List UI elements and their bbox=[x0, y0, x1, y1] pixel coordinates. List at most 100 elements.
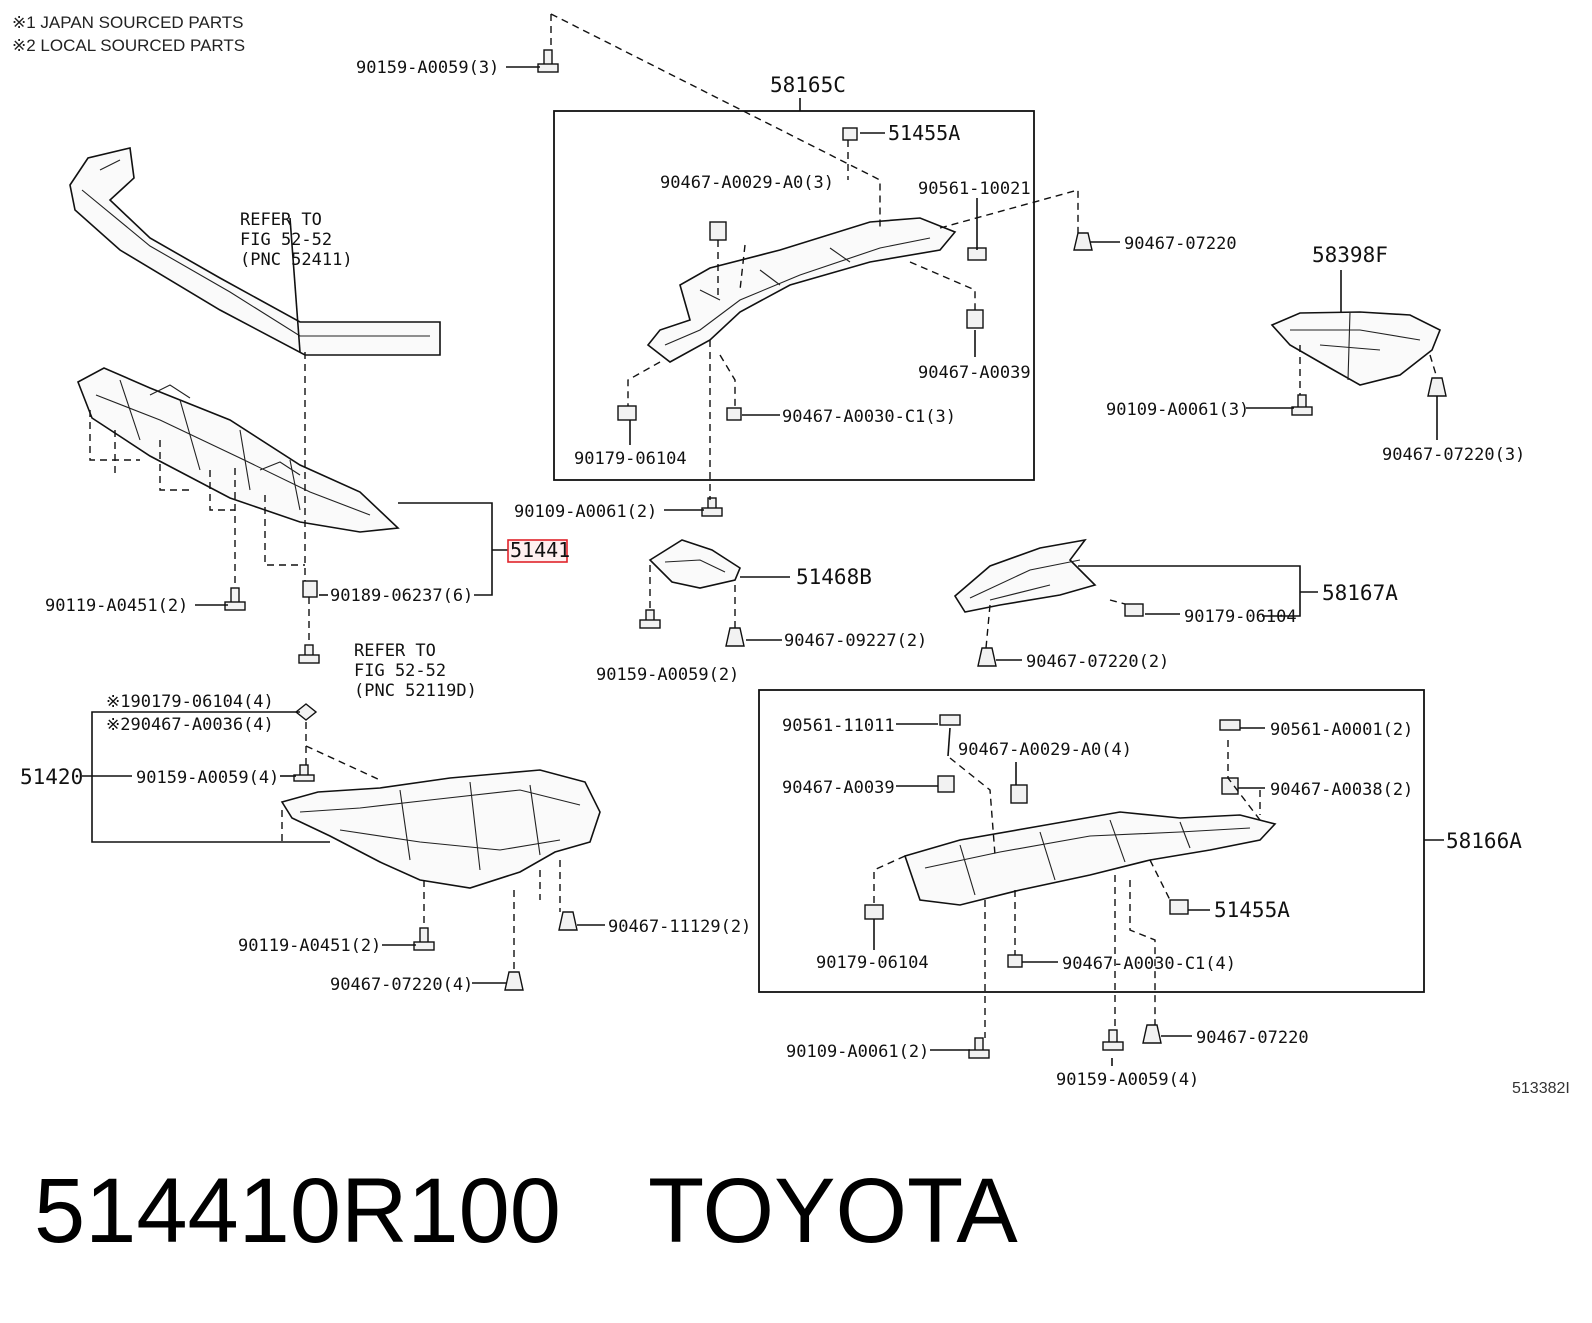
nut-icon bbox=[842, 127, 858, 141]
callout-90159-a0059-4-left: 90159-A0059(4) bbox=[136, 768, 279, 788]
callout-90159-a0059-4-bot: 90159-A0059(4) bbox=[1056, 1070, 1199, 1090]
clip-icon bbox=[1427, 377, 1447, 397]
nut-icon bbox=[1010, 784, 1028, 804]
clip-icon bbox=[725, 627, 745, 647]
callout-58166a: 58166A bbox=[1446, 829, 1522, 853]
clip-icon bbox=[977, 647, 997, 667]
bolt-icon bbox=[968, 1037, 990, 1059]
callout-51455a-top: 51455A bbox=[888, 121, 960, 145]
note-local-sourced: ※2 LOCAL SOURCED PARTS bbox=[12, 36, 245, 55]
callout-90119-a0451-2-bot: 90119-A0451(2) bbox=[238, 936, 381, 956]
callout-58167a: 58167A bbox=[1322, 581, 1398, 605]
nut-icon bbox=[1169, 899, 1189, 915]
callout-90189-06237-6: 90189-06237(6) bbox=[330, 586, 473, 606]
bolt-icon bbox=[537, 49, 559, 73]
callout-90467-09227-2: 90467-09227(2) bbox=[784, 631, 927, 651]
nut-icon bbox=[709, 221, 727, 241]
nut-icon bbox=[617, 405, 637, 421]
nut-icon bbox=[1221, 777, 1239, 795]
bolt-icon bbox=[224, 587, 246, 611]
bolt-icon bbox=[413, 927, 435, 951]
callout-90561-a0001-2: 90561-A0001(2) bbox=[1270, 720, 1413, 740]
ref-line-3: (PNC 52119D) bbox=[354, 681, 477, 701]
nut-icon bbox=[939, 714, 961, 726]
nut-icon bbox=[294, 703, 318, 721]
nut-icon bbox=[302, 580, 318, 598]
callout-90179-06104-top: 90179-06104 bbox=[574, 449, 687, 469]
refer-to-fig-52411: REFER TO FIG 52-52 (PNC 52411) bbox=[240, 210, 353, 270]
under-cover-58167a-drawing bbox=[953, 538, 1097, 613]
callout-labels: 90159-A0059(3) 58165C 51455A 90467-A0029… bbox=[20, 58, 1525, 1090]
bolt-icon bbox=[293, 764, 315, 782]
highlight-box-51441 bbox=[507, 539, 568, 563]
bumper-cover-drawing bbox=[69, 147, 441, 356]
bolt-icon bbox=[639, 609, 661, 629]
callout-90109-a0061-2-bot: 90109-A0061(2) bbox=[786, 1042, 929, 1062]
callout-90467-07220-3: 90467-07220(3) bbox=[1382, 445, 1525, 465]
engine-under-cover-51441-drawing bbox=[76, 367, 400, 533]
nut-icon bbox=[1219, 719, 1241, 731]
callout-58398f: 58398F bbox=[1312, 243, 1388, 267]
caption-part-number: 514410R100 bbox=[34, 1160, 561, 1262]
bolt-icon bbox=[298, 644, 320, 664]
under-cover-58398f-drawing bbox=[1270, 311, 1442, 386]
clip-icon bbox=[558, 911, 578, 931]
bolt-icon bbox=[1102, 1029, 1124, 1051]
callout-90467-07220-4: 90467-07220(4) bbox=[330, 975, 473, 995]
callout-90467-a0030-c1-3: 90467-A0030-C1(3) bbox=[782, 407, 956, 427]
refer-to-fig-52119d: REFER TO FIG 52-52 (PNC 52119D) bbox=[354, 641, 477, 701]
ref-line-2: FIG 52-52 bbox=[240, 230, 332, 250]
callout-51420: 51420 bbox=[20, 765, 83, 789]
callout-90159-a0059-2: 90159-A0059(2) bbox=[596, 665, 739, 685]
bolt-icon bbox=[1291, 394, 1313, 416]
nut-icon bbox=[937, 775, 955, 793]
nut-icon bbox=[1124, 603, 1144, 617]
fasteners bbox=[224, 49, 1447, 1059]
figure-id: 513382I bbox=[1512, 1080, 1570, 1097]
clip-icon bbox=[1073, 232, 1093, 251]
under-cover-58166a-drawing bbox=[903, 811, 1277, 906]
callout-90467-11129-2: 90467-11129(2) bbox=[608, 917, 751, 937]
callout-90179-06104-bot: 90179-06104 bbox=[816, 953, 929, 973]
callout-90159-a0059-3: 90159-A0059(3) bbox=[356, 58, 499, 78]
callout-90467-a0029-a0-4: 90467-A0029-A0(4) bbox=[958, 740, 1132, 760]
callout-90467-07220-top: 90467-07220 bbox=[1124, 234, 1237, 254]
ref-line-3: (PNC 52411) bbox=[240, 250, 353, 270]
callout-90467-a0030-c1-4: 90467-A0030-C1(4) bbox=[1062, 954, 1236, 974]
nut-icon bbox=[966, 309, 984, 329]
callout-190179-06104-4: ※190179-06104(4) bbox=[106, 692, 274, 712]
bolt-icon bbox=[701, 497, 723, 517]
callout-58165c: 58165C bbox=[770, 73, 846, 97]
callout-90179-06104-mid: 90179-06104 bbox=[1184, 607, 1297, 627]
nut-icon bbox=[1007, 954, 1023, 968]
under-cover-51420-drawing bbox=[280, 769, 601, 889]
callout-90109-a0061-2-top: 90109-A0061(2) bbox=[514, 502, 657, 522]
ref-line-2: FIG 52-52 bbox=[354, 661, 446, 681]
callout-90467-a0029-a0-3: 90467-A0029-A0(3) bbox=[660, 173, 834, 193]
note-japan-sourced: ※1 JAPAN SOURCED PARTS bbox=[12, 13, 244, 32]
callout-90561-11011: 90561-11011 bbox=[782, 716, 895, 736]
callout-90467-a0039-bot: 90467-A0039 bbox=[782, 778, 895, 798]
leader-lines bbox=[82, 13, 1444, 1066]
callout-90119-a0451-2-top: 90119-A0451(2) bbox=[45, 596, 188, 616]
callout-51455a-bot: 51455A bbox=[1214, 898, 1290, 922]
caption-brand: TOYOTA bbox=[648, 1160, 1018, 1262]
callout-290467-a0036-4: ※290467-A0036(4) bbox=[106, 715, 274, 735]
callout-90467-07220-bot: 90467-07220 bbox=[1196, 1028, 1309, 1048]
under-cover-51468b-drawing bbox=[648, 539, 741, 589]
ref-line-1: REFER TO bbox=[354, 641, 436, 661]
callout-90561-10021: 90561-10021 bbox=[918, 179, 1031, 199]
callout-51468b: 51468B bbox=[796, 565, 872, 589]
callout-90109-a0061-3: 90109-A0061(3) bbox=[1106, 400, 1249, 420]
nut-icon bbox=[726, 407, 742, 421]
callout-90467-a0039-top: 90467-A0039 bbox=[918, 363, 1031, 383]
callout-51441: 51441 bbox=[510, 538, 570, 562]
under-cover-58165c-drawing bbox=[646, 217, 957, 363]
clip-icon bbox=[1142, 1024, 1162, 1044]
ref-line-1: REFER TO bbox=[240, 210, 322, 230]
clip-icon bbox=[504, 971, 524, 991]
nut-icon bbox=[864, 904, 884, 920]
callout-90467-a0038-2: 90467-A0038(2) bbox=[1270, 780, 1413, 800]
assembly-box-58165c bbox=[553, 110, 1035, 481]
